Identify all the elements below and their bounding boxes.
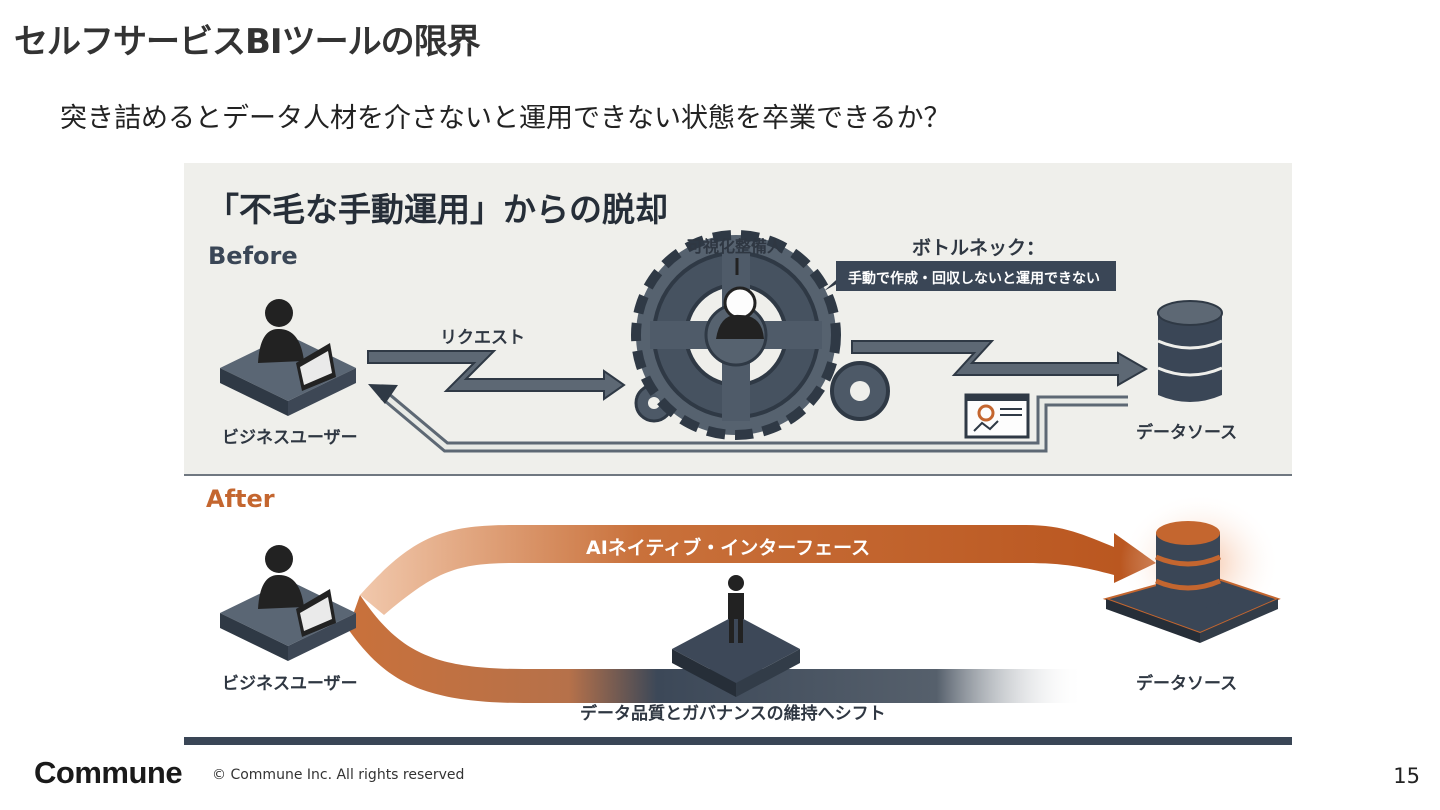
shift-label: データ品質とガバナンスの維持へシフト <box>580 704 886 724</box>
figure-bottom-rule <box>184 737 1292 745</box>
before-label: Before <box>208 242 298 270</box>
gear-person-label: 可視化整備人 <box>687 237 784 256</box>
datasource-arrow <box>851 340 1149 387</box>
page-number: 15 <box>1393 764 1420 788</box>
dashboard-icon <box>964 393 1030 439</box>
before-datasource-icon <box>1157 300 1223 402</box>
after-datasource-label: データソース <box>1136 674 1238 694</box>
after-label: After <box>206 485 275 513</box>
ai-interface-arrow <box>360 525 1156 615</box>
before-user-figure <box>220 299 356 416</box>
bottleneck-text: 手動で作成・回収しないと運用できない <box>848 271 1100 287</box>
copyright-text: © Commune Inc. All rights reserved <box>212 767 465 783</box>
figure-heading: 「不毛な手動運用」からの脱却 <box>206 190 668 229</box>
slide-title: セルフサービスBIツールの限界 <box>14 22 481 62</box>
slide-subtitle: 突き詰めるとデータ人材を介さないと運用できない状態を卒業できるか？ <box>60 103 951 134</box>
ai-interface-label: AIネイティブ・インターフェース <box>586 537 871 559</box>
after-user-figure <box>220 545 356 661</box>
shift-band <box>348 595 1084 703</box>
infographic-graphics <box>184 163 1292 745</box>
after-user-label: ビジネスユーザー <box>222 674 358 694</box>
after-datasource-icon <box>1102 493 1281 643</box>
request-arrow <box>367 350 626 401</box>
commune-logo: Commune <box>34 755 183 790</box>
governance-person-figure <box>672 575 800 697</box>
bottleneck-title: ボトルネック： <box>912 237 1046 259</box>
gear-cluster <box>631 230 890 440</box>
return-arrow <box>368 384 1128 453</box>
bottleneck-callout <box>824 261 1116 291</box>
before-user-label: ビジネスユーザー <box>222 428 358 448</box>
before-datasource-label: データソース <box>1136 423 1238 443</box>
request-label: リクエスト <box>440 328 525 348</box>
infographic: 「不毛な手動運用」からの脱却 Before ビジネスユーザー リクエスト 可視化… <box>184 163 1292 745</box>
